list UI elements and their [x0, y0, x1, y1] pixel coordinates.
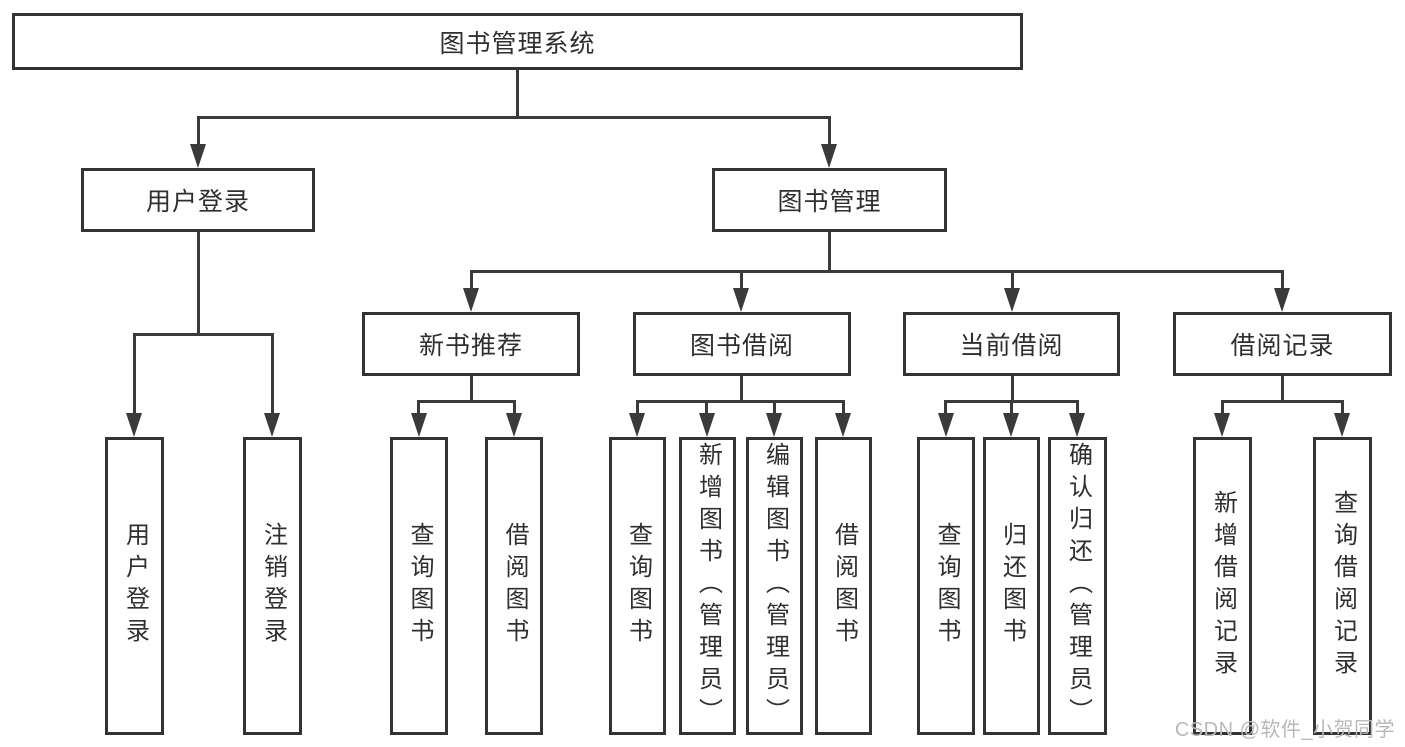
node-user-login: 用户登录: [81, 168, 315, 232]
leaf-confirm-return-admin-label: 确认归还（管理员）: [1064, 442, 1092, 730]
arrow-down-icon: [835, 413, 851, 437]
node-current-borrow: 当前借阅: [903, 312, 1120, 376]
arrow-down-icon: [264, 413, 280, 437]
connector-line: [1011, 270, 1014, 294]
connector-line: [417, 400, 420, 420]
leaf-user-login: 用户登录: [105, 437, 164, 735]
node-borrow-records-label: 借阅记录: [1230, 332, 1335, 360]
arrow-down-icon: [1069, 413, 1085, 437]
arrow-down-icon: [938, 413, 954, 437]
leaf-return-book-label: 归还图书: [998, 522, 1026, 650]
leaf-query-books-current: 查询图书: [917, 437, 975, 735]
connector-line: [197, 116, 200, 148]
leaf-logout: 注销登录: [243, 437, 302, 735]
node-current-borrow-label: 当前借阅: [959, 332, 1064, 360]
connector-line: [133, 333, 136, 417]
leaf-query-books-borrow: 查询图书: [609, 437, 666, 735]
connector-line: [133, 333, 274, 336]
arrow-down-icon: [411, 413, 427, 437]
leaf-query-books-borrow-label: 查询图书: [624, 522, 652, 650]
arrow-down-icon: [699, 413, 715, 437]
connector-line: [1011, 376, 1014, 403]
connector-line: [636, 400, 845, 403]
arrow-down-icon: [126, 413, 142, 437]
leaf-logout-label: 注销登录: [259, 522, 287, 650]
leaf-borrow-books-label: 借阅图书: [830, 522, 858, 650]
node-new-book-recommend: 新书推荐: [362, 312, 580, 376]
arrow-down-icon: [1214, 413, 1230, 437]
leaf-return-book: 归还图书: [983, 437, 1040, 735]
arrow-down-icon: [463, 288, 479, 312]
connector-line: [773, 400, 776, 420]
leaf-confirm-return-admin: 确认归还（管理员）: [1048, 437, 1107, 735]
connector-line: [470, 376, 473, 403]
leaf-add-borrow-record-label: 新增借阅记录: [1209, 490, 1237, 682]
leaf-edit-book-admin: 编辑图书（管理员）: [746, 437, 803, 735]
connector-line: [513, 400, 516, 420]
connector-line: [740, 376, 743, 403]
leaf-query-books-recommend-label: 查询图书: [406, 522, 433, 650]
arrow-down-icon: [733, 288, 749, 312]
connector-line: [1010, 400, 1013, 420]
connector-line: [1281, 376, 1284, 403]
connector-line: [740, 270, 743, 294]
connector-line: [417, 400, 516, 403]
node-book-borrow: 图书借阅: [633, 312, 851, 376]
arrow-down-icon: [821, 144, 837, 168]
connector-line: [828, 232, 831, 273]
leaf-borrow-books-recommend-label: 借阅图书: [501, 522, 528, 650]
node-book-management: 图书管理: [712, 168, 947, 232]
leaf-borrow-books: 借阅图书: [815, 437, 872, 735]
leaf-query-borrow-record: 查询借阅记录: [1313, 437, 1372, 735]
leaf-query-books-current-label: 查询图书: [933, 522, 960, 650]
arrow-down-icon: [629, 413, 645, 437]
connector-line: [470, 270, 473, 294]
connector-line: [516, 70, 519, 118]
csdn-watermark: CSDN @软件_小贺同学: [1174, 719, 1395, 741]
node-borrow-records: 借阅记录: [1173, 312, 1392, 376]
leaf-query-borrow-record-label: 查询借阅记录: [1329, 490, 1357, 682]
connector-line: [828, 116, 831, 148]
leaf-query-books-recommend: 查询图书: [390, 437, 448, 735]
node-book-borrow-label: 图书借阅: [689, 332, 794, 360]
connector-line: [636, 400, 639, 420]
arrow-down-icon: [1004, 288, 1020, 312]
leaf-add-book-admin: 新增图书（管理员）: [679, 437, 736, 735]
connector-line: [1221, 400, 1344, 403]
arrow-down-icon: [506, 413, 522, 437]
connector-line: [197, 232, 200, 336]
arrow-down-icon: [1334, 413, 1350, 437]
node-new-book-recommend-label: 新书推荐: [418, 332, 523, 360]
arrow-down-icon: [1274, 288, 1290, 312]
connector-line: [1341, 400, 1344, 420]
connector-line: [1221, 400, 1224, 420]
connector-line: [271, 333, 274, 417]
connector-line: [1076, 400, 1079, 420]
connector-line: [197, 116, 831, 119]
node-user-login-label: 用户登录: [145, 188, 250, 216]
arrow-down-icon: [1003, 413, 1019, 437]
connector-line: [944, 400, 947, 420]
node-root: 图书管理系统: [12, 13, 1023, 70]
leaf-edit-book-admin-label: 编辑图书（管理员）: [761, 442, 789, 730]
connector-line: [470, 270, 1284, 273]
leaf-add-borrow-record: 新增借阅记录: [1193, 437, 1252, 735]
node-root-label: 图书管理系统: [439, 29, 596, 58]
leaf-add-book-admin-label: 新增图书（管理员）: [694, 442, 722, 730]
connector-line: [705, 400, 708, 420]
connector-line: [842, 400, 845, 420]
node-book-management-label: 图书管理: [777, 188, 882, 216]
leaf-user-login-label: 用户登录: [121, 522, 149, 650]
arrow-down-icon: [766, 413, 782, 437]
leaf-borrow-books-recommend: 借阅图书: [485, 437, 543, 735]
connector-line: [1281, 270, 1284, 294]
arrow-down-icon: [190, 144, 206, 168]
